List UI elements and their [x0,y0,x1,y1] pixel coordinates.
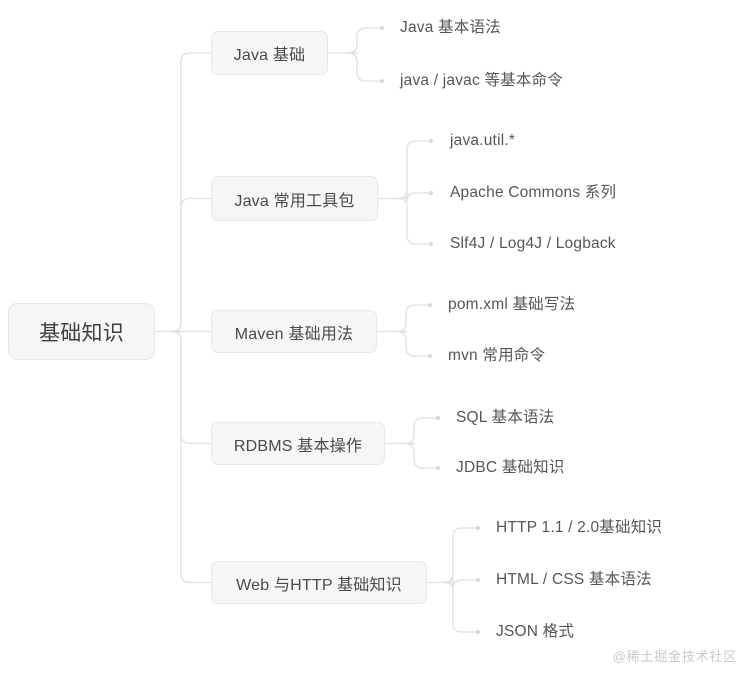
branch-2-leaf-3-endpoint-dot [428,241,434,247]
branch-3-leaf-1-endpoint-dot [427,302,433,308]
branch-3-node-label: Maven 基础用法 [234,325,354,343]
branch-1-leaf-1-connector [347,27,383,54]
branch-5-leaf-3-endpoint-dot [475,629,481,635]
branch-3-leaf-2-label[interactable]: mvn 常用命令 [448,347,546,364]
branch-3-leaf-2-endpoint-dot [427,353,433,359]
branch-5-node[interactable]: Web 与HTTP 基础知识 [211,561,427,604]
branch-3-leaf-2-connector [396,330,431,357]
branch-1-leaf-1-endpoint-dot [379,25,385,31]
branch-5-leaf-1-label[interactable]: HTTP 1.1 / 2.0基础知识 [496,519,663,536]
branch-1-node[interactable]: Java 基础 [211,31,328,75]
branch-3-leaf-1-label[interactable]: pom.xml 基础写法 [448,296,576,313]
branch-5-connector [171,330,212,584]
branch-1-node-label: Java 基础 [233,47,306,64]
branch-4-leaf-1-connector [404,417,439,445]
branch-4-leaf-2-endpoint-dot [435,465,441,471]
branch-2-leaf-1-label[interactable]: java.util.* [450,132,516,149]
branch-4-leaf-2-connector [404,442,439,469]
branch-2-leaf-2-endpoint-dot [428,190,434,196]
branch-2-leaf-2-label[interactable]: Apache Commons 系列 [450,184,617,201]
branch-5-leaf-2-label[interactable]: HTML / CSS 基本语法 [496,571,652,588]
branch-5-leaf-2-endpoint-dot [475,577,481,583]
branch-2-connector [171,197,212,333]
watermark: @稀土掘金技术社区 [612,649,737,664]
branch-2-node[interactable]: Java 常用工具包 [211,176,378,221]
branch-4-leaf-1-label[interactable]: SQL 基本语法 [456,409,555,426]
branch-5-leaf-1-endpoint-dot [475,525,481,531]
branch-1-connector [171,52,212,333]
branch-4-leaf-2-label[interactable]: JDBC 基础知识 [456,459,565,476]
branch-4-node-label: RDBMS 基本操作 [233,437,363,455]
branch-2-leaf-2-connector [397,189,432,203]
branch-5-node-label: Web 与HTTP 基础知识 [236,576,402,594]
branch-5-leaf-3-label[interactable]: JSON 格式 [496,623,575,640]
branch-4-node[interactable]: RDBMS 基本操作 [211,422,385,465]
branch-4-leaf-1-endpoint-dot [435,415,441,421]
branch-1-leaf-2-connector [347,52,383,82]
branch-2-leaf-3-connector [397,197,432,245]
branch-2-leaf-3-label[interactable]: Slf4J / Log4J / Logback [450,235,616,252]
branch-1-leaf-2-label[interactable]: java / javac 等基本命令 [400,72,563,89]
branch-5-leaf-3-connector [443,581,479,633]
branch-5-leaf-1-connector [443,527,479,584]
branch-1-leaf-1-label[interactable]: Java 基本语法 [400,19,501,36]
branch-2-leaf-1-connector [397,140,432,200]
branch-4-connector [171,330,212,445]
branch-2-node-label: Java 常用工具包 [234,192,355,210]
root-node[interactable]: 基础知识 [8,303,155,360]
branch-1-leaf-2-endpoint-dot [379,78,385,84]
root-node-label: 基础知识 [39,321,124,345]
branch-5-leaf-2-connector [443,573,479,590]
branch-3-leaf-1-connector [396,304,431,333]
branch-2-leaf-1-endpoint-dot [428,138,434,144]
branch-3-node[interactable]: Maven 基础用法 [211,310,377,353]
